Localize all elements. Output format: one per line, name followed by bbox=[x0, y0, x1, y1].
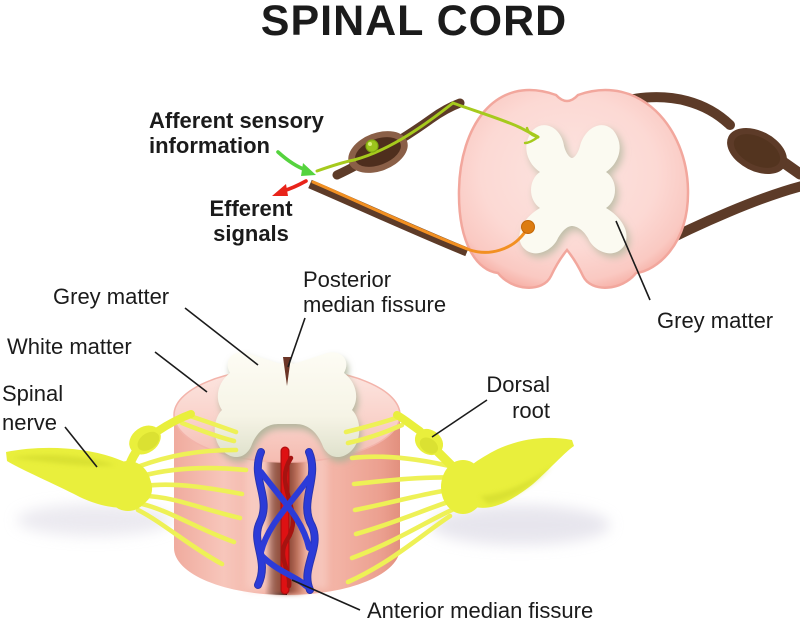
cord-segment-illustration: Grey matter White matter Spinal nerve Po… bbox=[2, 267, 610, 621]
right-nerve-shadow bbox=[430, 505, 610, 545]
spinal-nerve-leader bbox=[64, 426, 98, 468]
spinal-ganglion-right bbox=[727, 128, 787, 174]
dorsal-root-ganglion-left bbox=[129, 425, 161, 455]
white-matter-leader bbox=[154, 351, 208, 393]
efferent-direction-arrow bbox=[272, 179, 308, 196]
grey-matter-label: Grey matter bbox=[53, 284, 169, 309]
anterior-fissure-leader bbox=[291, 579, 361, 611]
white-matter-label: White matter bbox=[7, 334, 132, 359]
motor-neuron-soma bbox=[521, 220, 535, 234]
page-title: SPINAL CORD bbox=[261, 0, 567, 45]
dorsal-root-label-line2: root bbox=[512, 398, 550, 423]
dorsal-root-label-line1: Dorsal bbox=[486, 372, 550, 397]
dorsal-root-leader bbox=[431, 399, 488, 438]
grey-matter-leader bbox=[184, 307, 259, 366]
spinal-nerve-label-line1: Spinal bbox=[2, 381, 63, 406]
efferent-fiber bbox=[311, 180, 535, 254]
spinal-nerve-right bbox=[393, 411, 574, 514]
grey-matter-butterfly bbox=[519, 125, 627, 254]
afferent-label-line1: Afferent sensory bbox=[149, 108, 325, 133]
spinal-nerve-label-line2: nerve bbox=[2, 410, 57, 435]
dorsal-root-ganglion-right bbox=[414, 428, 444, 456]
posterior-fissure-label-line1: Posterior bbox=[303, 267, 391, 292]
anterior-spinal-veins bbox=[254, 449, 318, 593]
grey-matter-top-leader bbox=[615, 220, 651, 301]
posterior-fissure-label-line2: median fissure bbox=[303, 292, 446, 317]
anterior-spinal-vessels bbox=[253, 446, 319, 595]
efferent-label-line2: signals bbox=[213, 221, 289, 246]
afferent-label-line2: information bbox=[149, 133, 270, 158]
efferent-label-line1: Efferent bbox=[209, 196, 293, 221]
sensory-neuron-soma bbox=[365, 139, 379, 153]
afferent-fiber bbox=[315, 101, 540, 173]
anterior-fissure-label: Anterior median fissure bbox=[367, 598, 593, 621]
dark-red-vessel bbox=[280, 455, 296, 589]
left-nerve-shadow bbox=[17, 504, 173, 536]
cross-section-illustration: Afferent sensory information Efferent si… bbox=[149, 88, 800, 333]
afferent-direction-arrow bbox=[276, 150, 316, 176]
grey-matter-top-label: Grey matter bbox=[657, 308, 773, 333]
spinal-nerve-left bbox=[6, 410, 195, 511]
posterior-fissure-leader bbox=[287, 317, 306, 368]
